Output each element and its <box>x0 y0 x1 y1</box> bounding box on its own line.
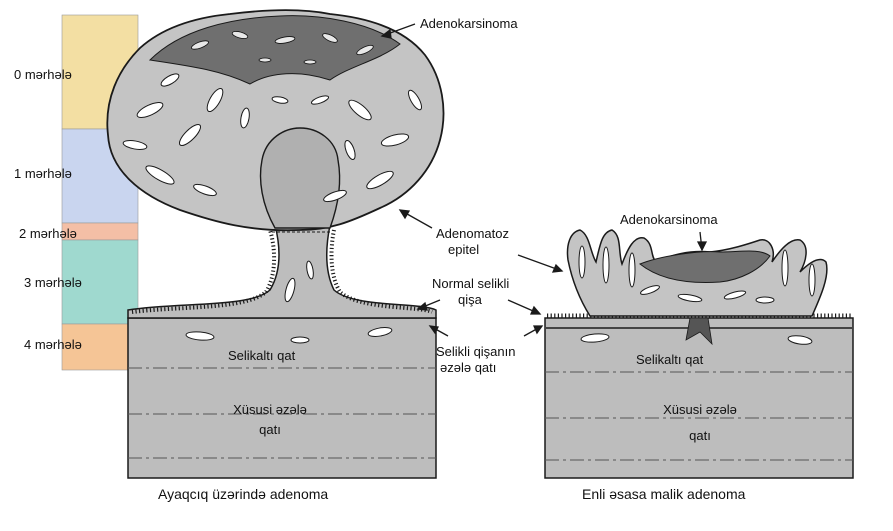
left-caption: Ayaqcıq üzərində adenoma <box>158 487 328 502</box>
right-muscularis-label-2: qatı <box>620 428 780 443</box>
normal-mucosa-label-1: Normal selikli <box>432 276 509 291</box>
stage-label-1: 1 mərhələ <box>14 166 72 181</box>
stage-label-4: 4 mərhələ <box>24 337 82 352</box>
stage-label-3: 3 mərhələ <box>24 275 82 290</box>
adenomatous-label-1: Adenomatoz <box>436 226 509 241</box>
adenomatous-label-2: epitel <box>448 242 479 257</box>
left-muscularis-label-2: qatı <box>190 422 350 437</box>
left-muscularis-label-1: Xüsusi əzələ <box>190 402 350 417</box>
left-adenocarcinoma-label: Adenokarsinoma <box>420 16 518 31</box>
right-caption: Enli əsasa malik adenoma <box>582 487 745 502</box>
stage-label-2: 2 mərhələ <box>19 226 77 241</box>
left-submucosa-label: Selikaltı qat <box>228 348 295 363</box>
muscularis-mucosae-label-1: Selikli qişanın <box>436 344 516 359</box>
normal-mucosa-label-2: qişa <box>458 292 482 307</box>
left-stromal-core <box>261 128 340 228</box>
left-wall-base <box>128 318 436 478</box>
left-stalk <box>128 225 436 318</box>
right-submucosa-label: Selikaltı qat <box>636 352 703 367</box>
stage-label-0: 0 mərhələ <box>14 67 72 82</box>
right-muscularis-label-1: Xüsusi əzələ <box>620 402 780 417</box>
right-adenocarcinoma-label: Adenokarsinoma <box>620 212 718 227</box>
muscularis-mucosae-label-2: əzələ qatı <box>440 360 496 375</box>
